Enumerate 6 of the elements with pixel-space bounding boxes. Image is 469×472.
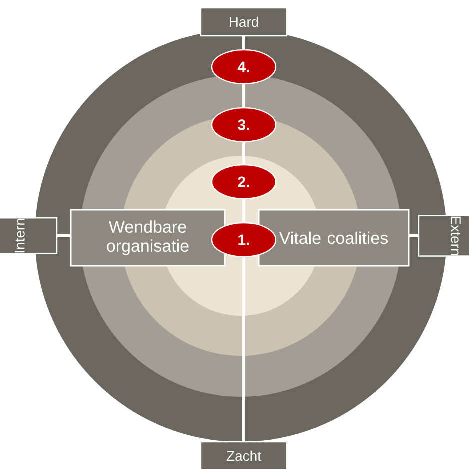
text-box: Wendbare organisatie — [70, 209, 226, 267]
axis-label: Intern — [0, 218, 58, 254]
axis-label: Extern — [418, 215, 469, 257]
text-box: Vitale coalities — [258, 209, 410, 267]
axis-label: Hard — [200, 7, 288, 37]
axis-label: Zacht — [200, 441, 288, 471]
